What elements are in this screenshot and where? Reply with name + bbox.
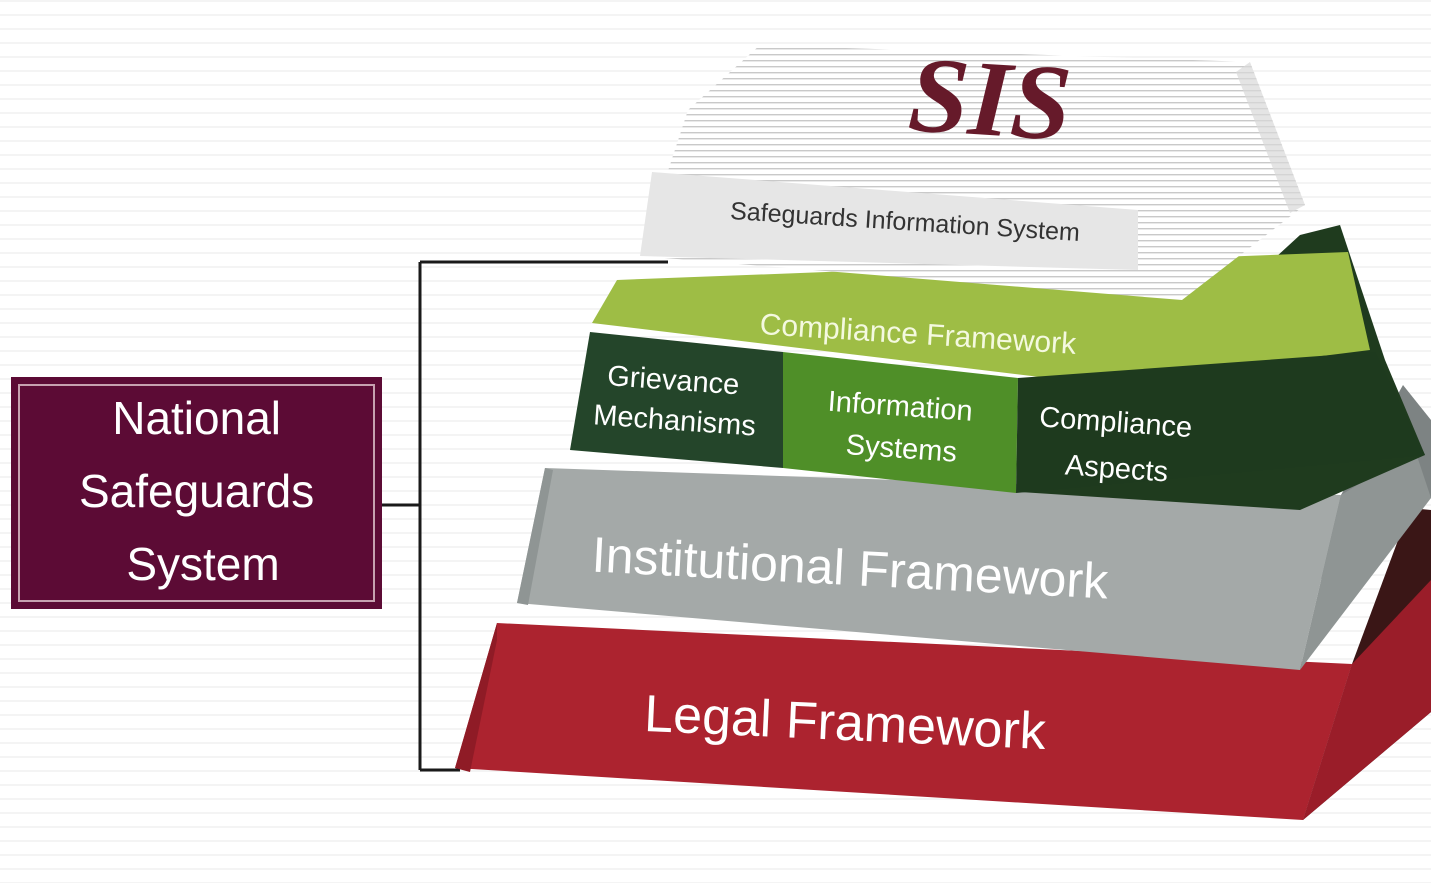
bracket-connector	[382, 260, 668, 772]
national-safeguards-box: National Safeguards System	[11, 377, 382, 609]
information-systems-label: Information Systems	[824, 386, 982, 471]
sis-title: SIS	[905, 35, 1074, 164]
legal-framework-layer: Legal Framework	[455, 508, 1431, 820]
institutional-framework-layer: Institutional Framework	[517, 385, 1431, 670]
sis-subtitle-panel	[640, 172, 1138, 270]
sis-layer: SIS Safeguards Information System	[640, 35, 1305, 300]
compliance-aspects-block	[1016, 352, 1425, 493]
national-safeguards-label: National Safeguards System	[79, 392, 327, 590]
information-systems-block	[783, 352, 1018, 493]
grievance-block	[570, 332, 783, 468]
grievance-mechanisms-label: Grievance Mechanisms	[592, 359, 759, 442]
